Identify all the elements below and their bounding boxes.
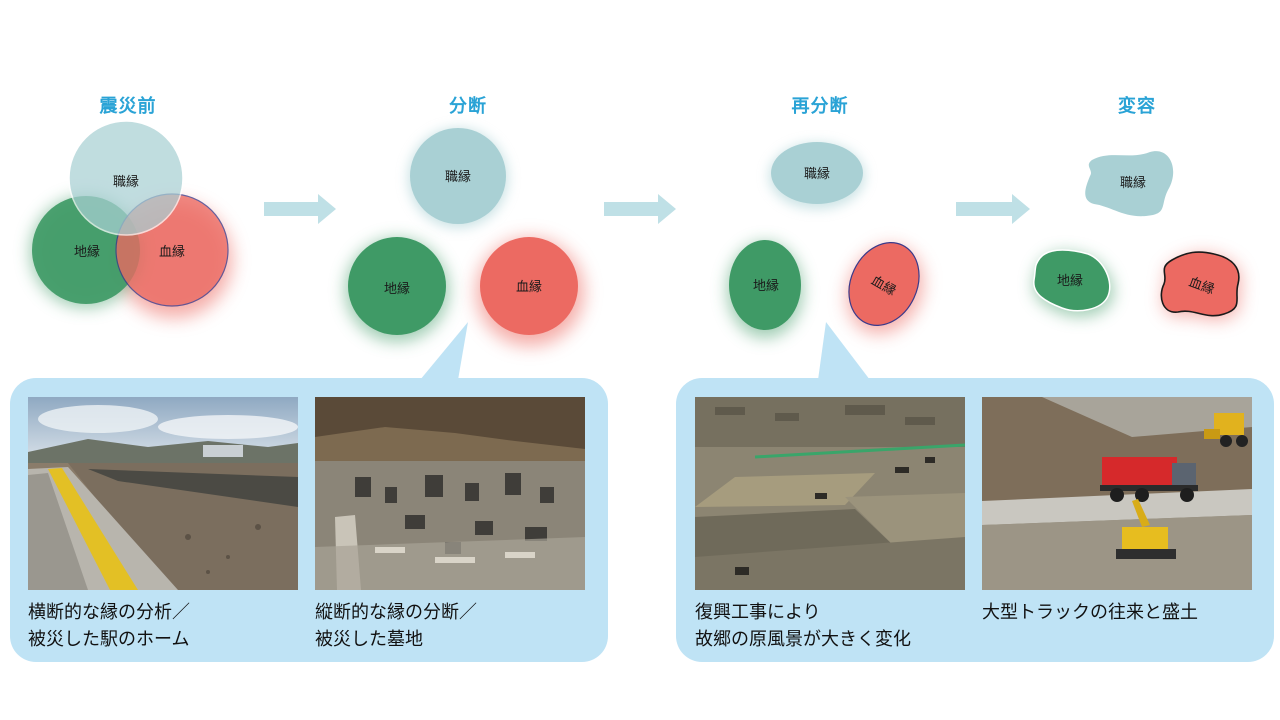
label-job-division: 職縁 — [445, 169, 471, 185]
bubble-blood-redivision — [848, 242, 920, 326]
caption-reconstruction-site: 復興工事により 故郷の原風景が大きく変化 — [695, 599, 911, 653]
stage-division-group: 職縁 地縁 血縁 — [345, 128, 584, 346]
label-land-division: 地縁 — [384, 281, 410, 297]
label-land-transformation: 地縁 — [1057, 273, 1083, 289]
bubble-job-division — [410, 128, 506, 224]
caption-station-platform: 横断的な縁の分析／ 被災した駅のホーム — [28, 599, 190, 653]
photo-reconstruction-site — [695, 397, 965, 590]
bubble-land-redivision — [729, 240, 801, 330]
label-job-before: 職縁 — [113, 174, 139, 190]
stage-transformation-group: 職縁 地縁 血縁 — [1033, 151, 1241, 320]
callout-pointer-right — [818, 322, 870, 380]
label-land-before: 地縁 — [74, 244, 100, 260]
stage-before-group: 職縁 地縁 血縁 — [30, 120, 232, 318]
arrow-2 — [604, 194, 676, 224]
label-job-transformation: 職縁 — [1120, 175, 1146, 191]
bubble-job-transformation — [1085, 151, 1174, 217]
bubble-blood-division — [480, 237, 578, 335]
caption-line: 被災した駅のホーム — [28, 629, 190, 650]
stage-title-division: 分断 — [449, 96, 487, 117]
caption-line: 被災した墓地 — [315, 629, 423, 650]
arrow-1 — [264, 194, 336, 224]
caption-damaged-cemetery: 縦断的な縁の分断／ 被災した墓地 — [315, 599, 477, 653]
caption-line: 大型トラックの往来と盛土 — [982, 602, 1198, 623]
photo-station-platform — [28, 397, 298, 590]
bubble-land-division — [348, 237, 446, 335]
bubble-land-transformation — [1033, 249, 1111, 312]
photo-damaged-cemetery — [315, 397, 585, 590]
bubble-job-redivision — [771, 142, 863, 204]
caption-line: 故郷の原風景が大きく変化 — [695, 629, 911, 650]
label-job-redivision: 職縁 — [804, 166, 830, 182]
stage-title-transformation: 変容 — [1118, 96, 1156, 117]
bubble-blood-transformation — [1160, 251, 1240, 317]
label-land-redivision: 地縁 — [753, 278, 779, 294]
caption-line: 横断的な縁の分析／ — [28, 602, 190, 623]
caption-line: 縦断的な縁の分断／ — [315, 602, 477, 623]
caption-trucks-embankment: 大型トラックの往来と盛土 — [982, 599, 1198, 626]
caption-line: 復興工事により — [695, 602, 821, 623]
stage-title-redivision: 再分断 — [791, 96, 849, 117]
stage-redivision-group: 職縁 地縁 血縁 — [727, 142, 923, 338]
label-blood-before: 血縁 — [159, 244, 185, 260]
bubble-job-before — [68, 120, 184, 236]
label-blood-division: 血縁 — [516, 279, 542, 295]
stage-title-before: 震災前 — [99, 96, 157, 117]
photo-trucks-embankment — [982, 397, 1252, 590]
arrow-3 — [956, 194, 1030, 224]
callout-pointer-left — [420, 322, 468, 380]
